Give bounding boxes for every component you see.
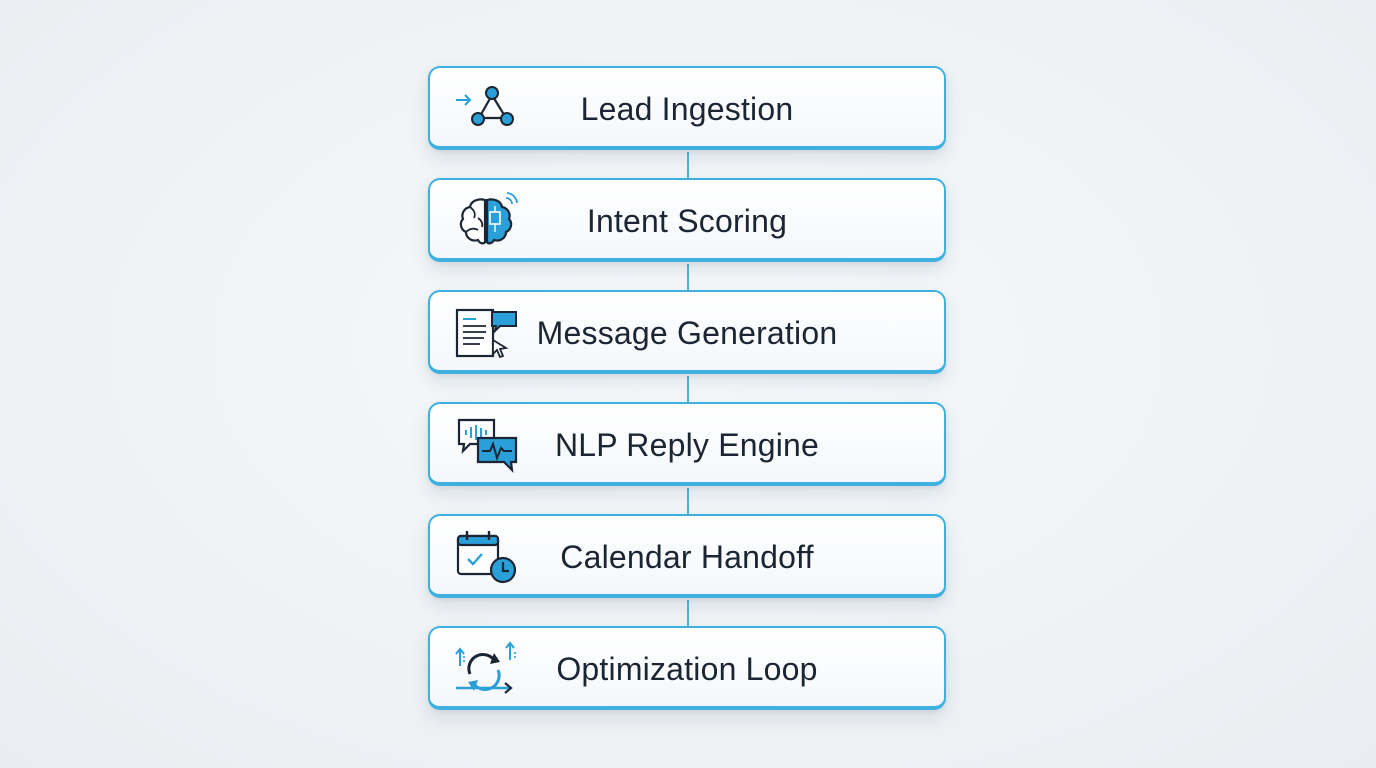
calendar-clock-icon — [454, 528, 518, 586]
connector-line — [687, 488, 689, 514]
step-card-optimization-loop[interactable]: Optimization Loop — [428, 626, 946, 710]
connector-line — [687, 600, 689, 626]
speech-bubbles-waveform-icon — [454, 416, 518, 474]
document-chat-cursor-icon — [454, 304, 518, 362]
refresh-loop-arrows-icon — [454, 640, 518, 698]
connector-line — [687, 152, 689, 178]
step-card-message-generation[interactable]: Message Generation — [428, 290, 946, 374]
step-label: Lead Ingestion — [580, 91, 794, 127]
step-label: Optimization Loop — [556, 651, 818, 687]
step-card-calendar-handoff[interactable]: Calendar Handoff — [428, 514, 946, 598]
connector-line — [687, 264, 689, 290]
step-label: Message Generation — [536, 315, 838, 351]
connector-line — [687, 376, 689, 402]
step-label: NLP Reply Engine — [554, 427, 820, 463]
step-label: Intent Scoring — [586, 203, 788, 239]
step-card-intent-scoring[interactable]: Intent Scoring — [428, 178, 946, 262]
step-card-nlp-reply-engine[interactable]: NLP Reply Engine — [428, 402, 946, 486]
step-card-lead-ingestion[interactable]: Lead Ingestion — [428, 66, 946, 150]
ai-brain-icon — [454, 192, 518, 250]
step-label: Calendar Handoff — [560, 539, 814, 575]
network-nodes-icon — [454, 80, 518, 138]
